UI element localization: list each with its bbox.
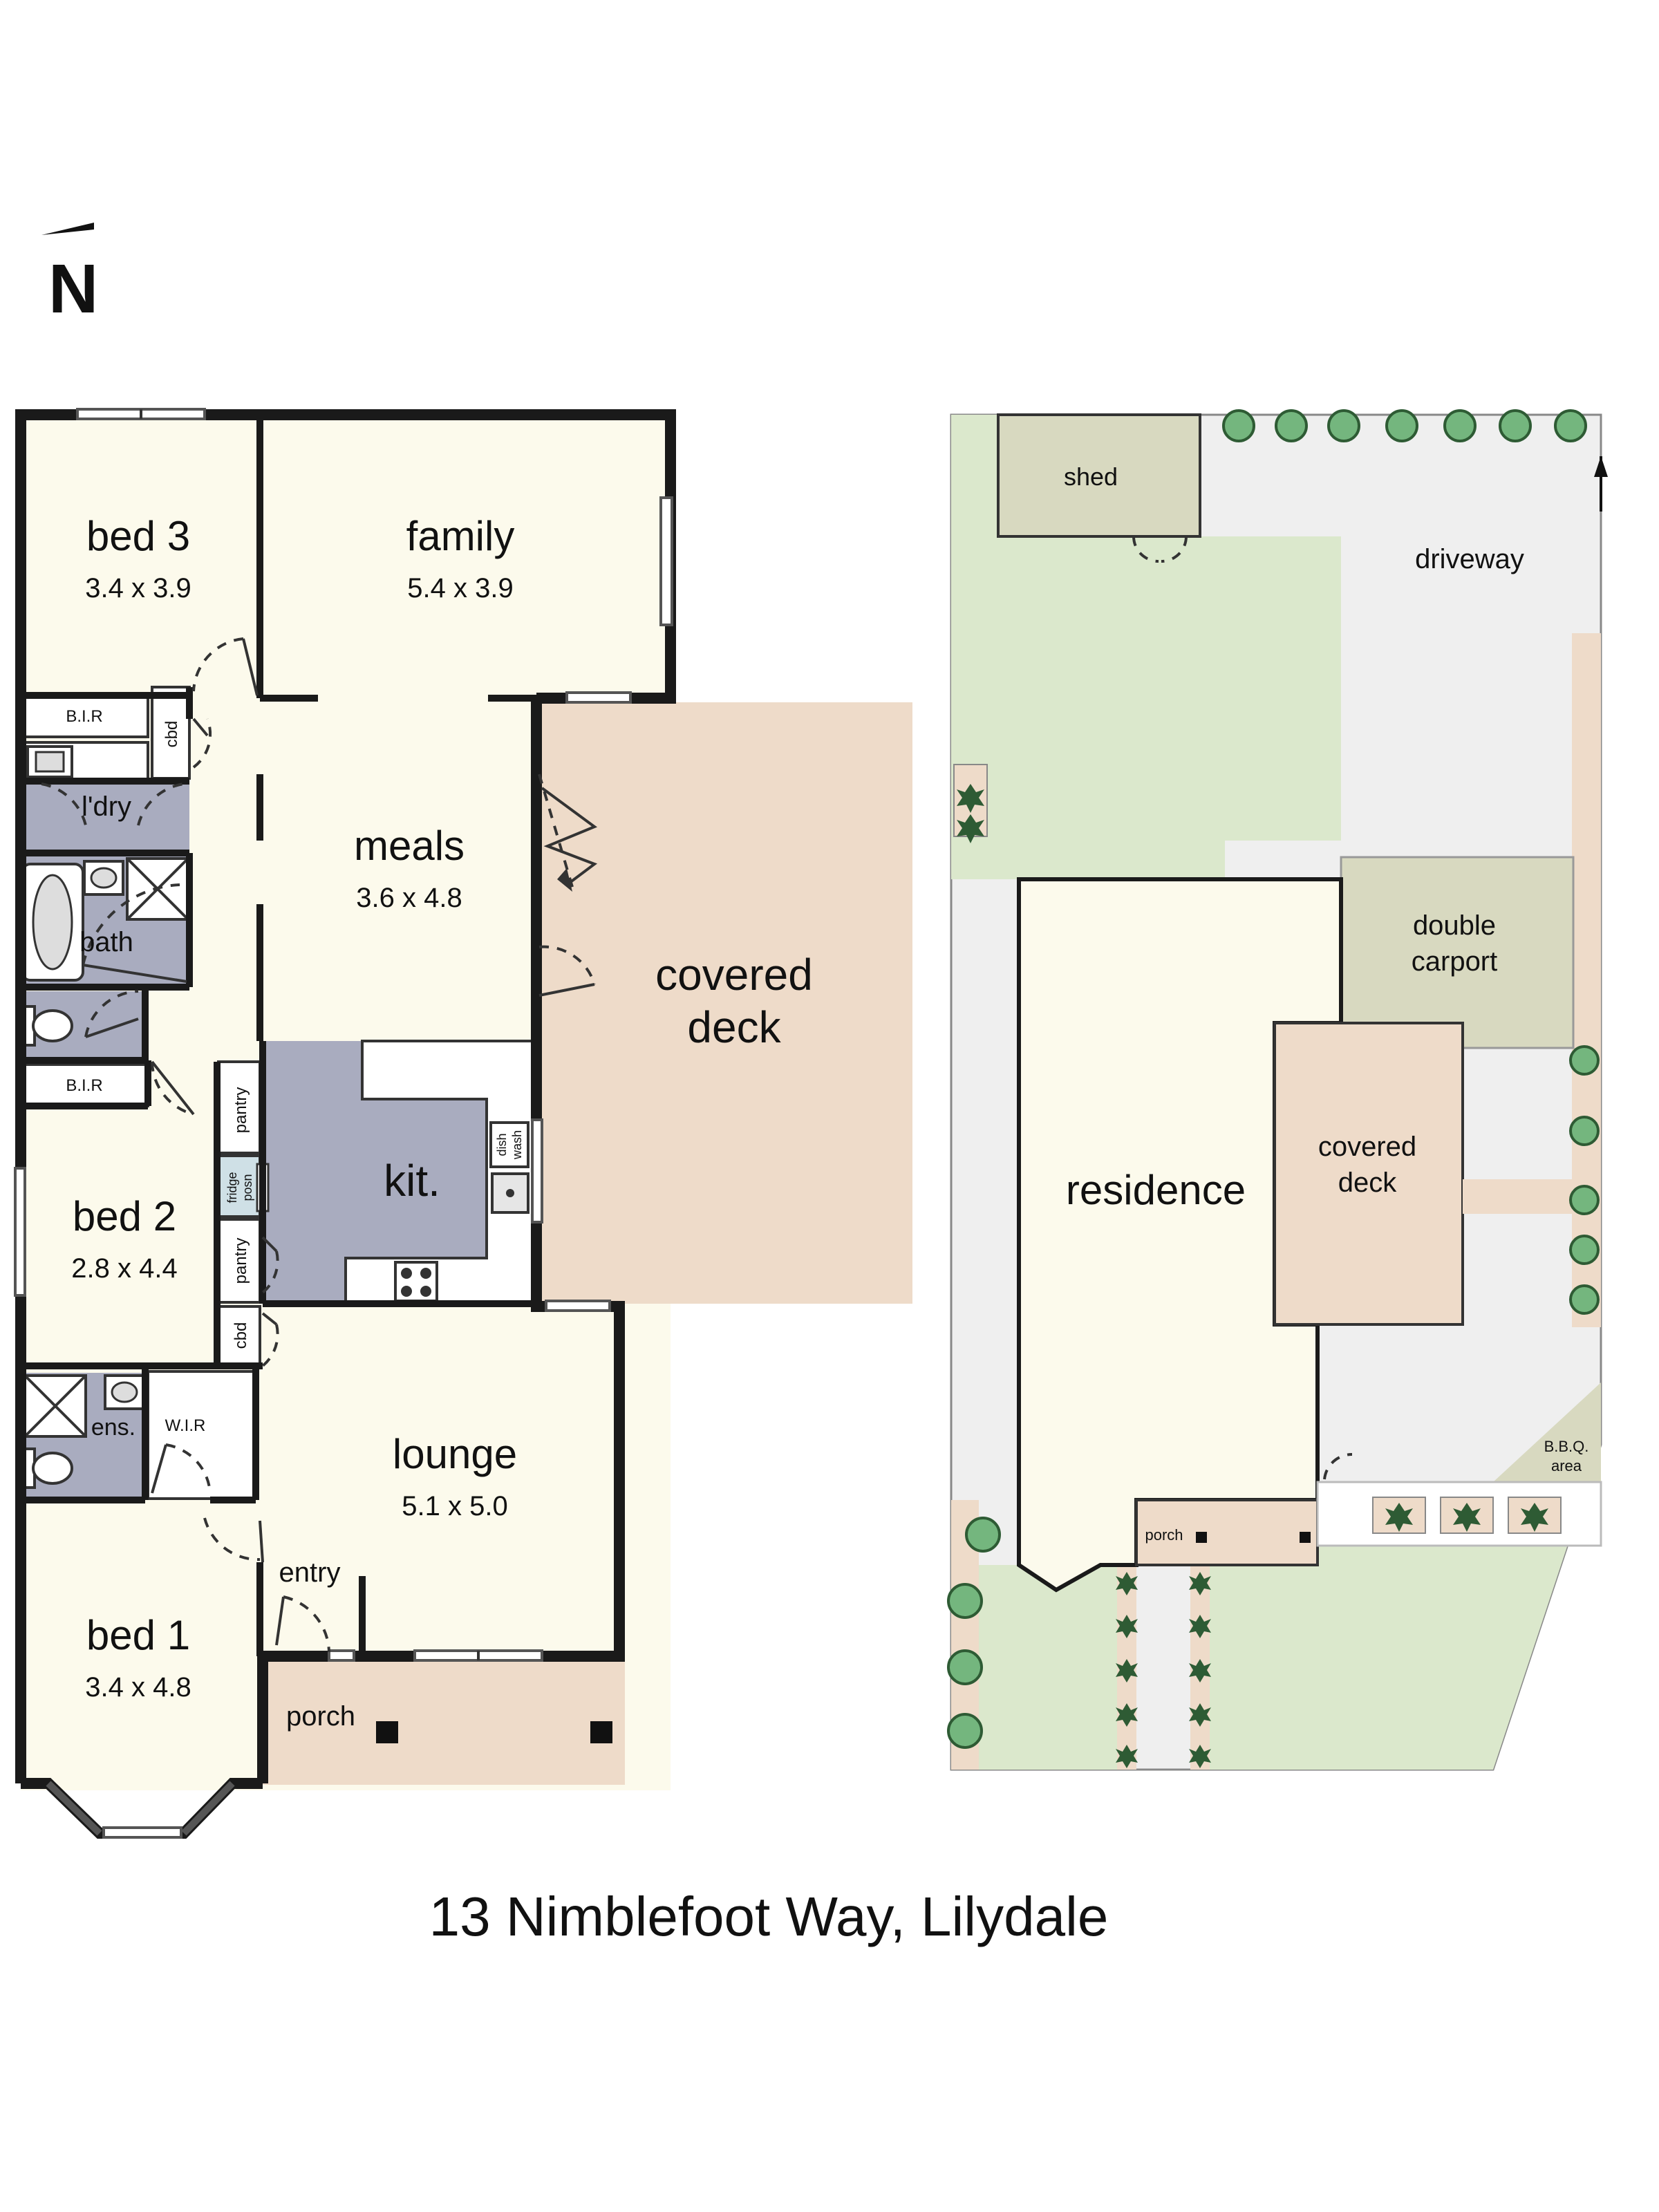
bed3-label: bed 3 bbox=[86, 513, 190, 559]
ensuite-shower-icon bbox=[24, 1374, 87, 1438]
bed2-label: bed 2 bbox=[73, 1193, 176, 1239]
cbd-top-label: cbd bbox=[162, 721, 181, 748]
windows bbox=[14, 408, 673, 1839]
wir-label: W.I.R bbox=[165, 1416, 206, 1435]
family-dims: 5.4 x 3.9 bbox=[407, 573, 513, 603]
carport-label-1: double bbox=[1413, 910, 1496, 941]
porch-label: porch bbox=[286, 1701, 355, 1732]
kitchen-floor bbox=[263, 1041, 532, 1304]
lounge-label: lounge bbox=[393, 1431, 517, 1477]
covered-deck-label-1: covered bbox=[655, 950, 813, 1000]
porch-post-right bbox=[590, 1721, 612, 1743]
covered-deck-area bbox=[536, 702, 912, 1304]
doors bbox=[41, 637, 598, 1653]
laundry-label: l'dry bbox=[82, 791, 131, 822]
shed-building bbox=[997, 413, 1201, 538]
address-title: 13 Nimblefoot Way, Lilydale bbox=[429, 1886, 1109, 1947]
porch-area bbox=[263, 1656, 625, 1785]
covered-deck-label-2: deck bbox=[687, 1002, 781, 1052]
front-lawn-left bbox=[979, 1565, 1117, 1770]
bbq-area bbox=[1493, 1382, 1601, 1482]
shed-label: shed bbox=[1064, 462, 1118, 491]
porch-post-left bbox=[376, 1721, 398, 1743]
cbd-bottom-label: cbd bbox=[232, 1322, 250, 1349]
north-arrow-icon bbox=[41, 223, 94, 235]
kitchen-benches bbox=[217, 1040, 534, 1366]
bir-top-label: B.I.R bbox=[66, 707, 102, 726]
robes bbox=[22, 686, 257, 1500]
kitchen-label: kit. bbox=[384, 1156, 440, 1206]
carport-label-2: carport bbox=[1412, 946, 1498, 977]
fridge-label-1: fridge bbox=[225, 1172, 239, 1203]
fixtures bbox=[17, 745, 612, 1743]
site-porch-label: porch bbox=[1145, 1526, 1183, 1544]
residence-label: residence bbox=[1066, 1167, 1246, 1213]
lounge-dims: 5.1 x 5.0 bbox=[402, 1491, 507, 1521]
bed2-dims: 2.8 x 4.4 bbox=[71, 1253, 177, 1284]
site-deck-label-2: deck bbox=[1338, 1168, 1397, 1198]
basin-icon bbox=[83, 860, 124, 896]
site-plan bbox=[950, 413, 1608, 1771]
ensuite-label: ens. bbox=[91, 1414, 135, 1441]
bed3-dims: 3.4 x 3.9 bbox=[85, 573, 191, 603]
site-porch bbox=[1135, 1499, 1319, 1566]
meals-label: meals bbox=[354, 823, 465, 869]
meals-dims: 3.6 x 4.8 bbox=[356, 883, 462, 913]
bir-mid-label: B.I.R bbox=[66, 1076, 102, 1095]
bbq-label-1: B.B.Q. bbox=[1544, 1438, 1589, 1455]
bath-label: bath bbox=[79, 927, 133, 957]
shrub-icons bbox=[957, 784, 1548, 1768]
floor-plan-fills bbox=[21, 415, 912, 1790]
ensuite-basin-icon bbox=[104, 1374, 145, 1410]
bbq-label-2: area bbox=[1551, 1457, 1582, 1474]
bed1-dims: 3.4 x 4.8 bbox=[85, 1672, 191, 1703]
cooktop-icon bbox=[394, 1261, 438, 1302]
bed1-label: bed 1 bbox=[86, 1612, 190, 1658]
entry-label: entry bbox=[279, 1557, 341, 1588]
pantry-top-label: pantry bbox=[232, 1087, 250, 1134]
fridge-label-2: posn bbox=[241, 1174, 254, 1201]
front-lawn-right bbox=[1210, 1445, 1601, 1770]
site-deck-label-1: covered bbox=[1318, 1132, 1416, 1162]
pantry-bottom-label: pantry bbox=[232, 1238, 250, 1284]
tree-icons bbox=[947, 409, 1600, 1749]
dishwasher-label-1: dish bbox=[495, 1133, 509, 1156]
site-covered-deck bbox=[1273, 1022, 1464, 1326]
dishwasher-label-2: wash bbox=[510, 1130, 524, 1160]
compass-label: N bbox=[48, 250, 98, 328]
driveway-label: driveway bbox=[1415, 544, 1524, 574]
family-label: family bbox=[406, 513, 515, 559]
